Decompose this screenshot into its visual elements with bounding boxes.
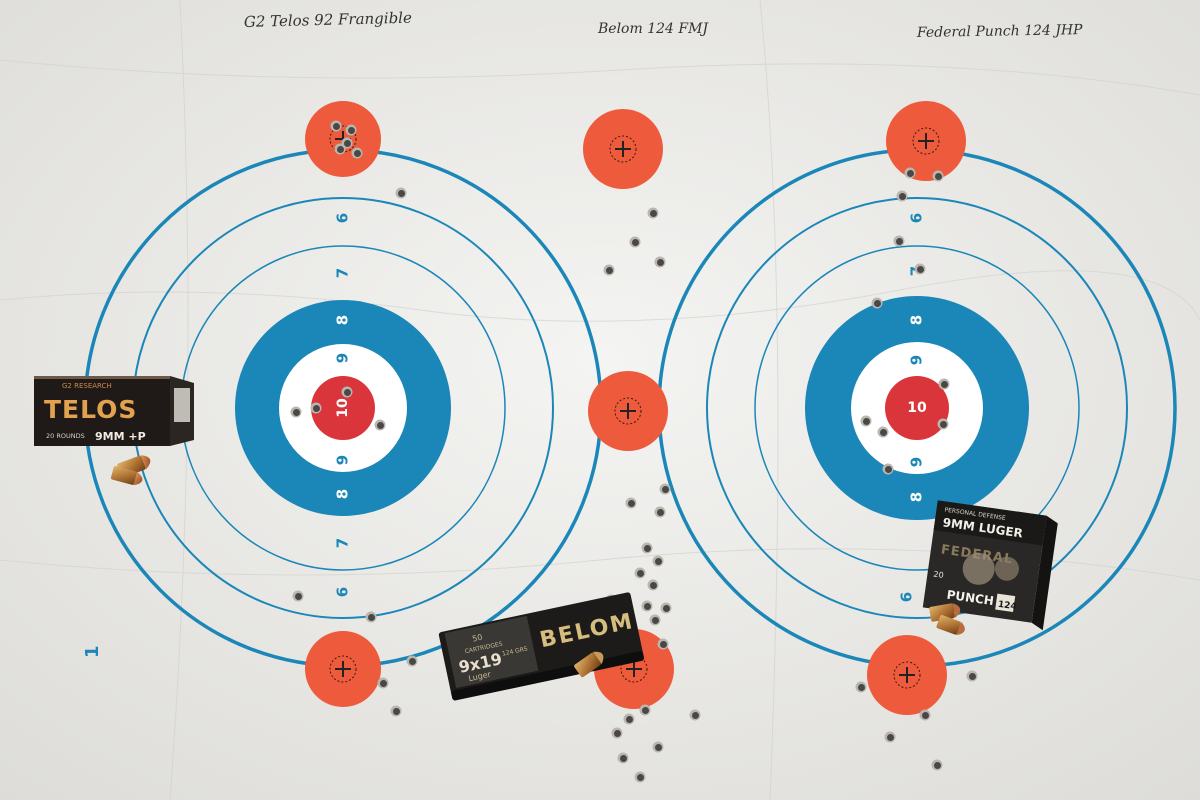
bullet-hole-core <box>660 641 667 648</box>
bullet-hole-core <box>348 127 355 134</box>
ring-number-9: 9 <box>908 457 926 467</box>
bullet-hole-core <box>969 673 976 680</box>
bullet-hole-core <box>885 466 892 473</box>
bullet-hole-core <box>628 500 635 507</box>
ring-number-9: 9 <box>334 455 352 465</box>
bullet-hole-core <box>934 762 941 769</box>
bullet-hole-core <box>620 755 627 762</box>
bullet-hole-core <box>941 381 948 388</box>
bullet-hole-core <box>655 558 662 565</box>
ring-number-6: 6 <box>334 587 352 597</box>
belom-cartridge <box>574 651 604 678</box>
bullet-hole-core <box>614 730 621 737</box>
bullet-hole-core <box>692 712 699 719</box>
label-center: Belom 124 FMJ <box>597 21 709 37</box>
bullet-hole-core <box>637 774 644 781</box>
ring-number-9: 9 <box>334 353 352 363</box>
bullet-hole-core <box>655 744 662 751</box>
ring-number-6: 6 <box>334 213 352 223</box>
telos-name: TELOS <box>44 395 137 424</box>
bullet-hole-core <box>663 605 670 612</box>
federal-name: PUNCH <box>946 588 995 608</box>
bullet-hole-core <box>409 658 416 665</box>
bullet-hole-core <box>874 300 881 307</box>
bullet-hole-core <box>637 570 644 577</box>
aim-dots <box>305 101 966 715</box>
bullet-hole-core <box>295 593 302 600</box>
telos-ammo-box: G2 RESEARCH TELOS 20 ROUNDS 9MM +P <box>34 376 194 446</box>
bullet-hole-core <box>293 409 300 416</box>
bullet-hole-core <box>907 170 914 177</box>
bullet-hole-core <box>650 210 657 217</box>
bullet-hole-core <box>896 238 903 245</box>
bullet-holes <box>290 120 978 783</box>
telos-cartridges <box>110 455 151 486</box>
ring-number-6: 6 <box>898 592 916 602</box>
federal-grain: 124 <box>997 600 1017 613</box>
bullet-hole-core <box>344 389 351 396</box>
bullet-hole-core <box>337 146 344 153</box>
bullet-hole-core <box>644 545 651 552</box>
ring-number-7: 7 <box>334 538 352 548</box>
bullet-hole-core <box>393 708 400 715</box>
federal-count: 20 <box>933 570 944 580</box>
bullet-hole-core <box>887 734 894 741</box>
bullet-hole-core <box>333 123 340 130</box>
label-left: G2 Telos 92 Frangible <box>244 9 413 31</box>
bullet-hole-core <box>652 617 659 624</box>
bullet-hole-core <box>650 582 657 589</box>
bullet-hole-core <box>922 712 929 719</box>
aim-dot <box>583 109 663 189</box>
aim-dot <box>305 101 381 177</box>
bullet-hole-core <box>935 173 942 180</box>
ring-number-8: 8 <box>908 492 926 502</box>
ring-number-7: 7 <box>334 268 352 278</box>
bullet-hole-core <box>354 150 361 157</box>
bullet-hole-core <box>398 190 405 197</box>
bullet-hole-core <box>606 267 613 274</box>
bullet-hole-core <box>380 680 387 687</box>
ring-number-6: 6 <box>908 213 926 223</box>
telos-caliber: 9MM +P <box>95 430 146 443</box>
aim-dot <box>588 371 668 451</box>
label-right: Federal Punch 124 JHP <box>916 22 1083 41</box>
federal-ammo-box: PERSONAL DEFENSE 9MM LUGER FEDERAL 20 PU… <box>922 500 1058 631</box>
ring-number-10: 10 <box>907 400 927 416</box>
margin-mark: 1 <box>82 645 103 658</box>
bullet-hole-core <box>644 603 651 610</box>
federal-cartridges <box>929 603 965 636</box>
ring-number-8: 8 <box>334 489 352 499</box>
bullet-hole-core <box>858 684 865 691</box>
ring-number-9: 9 <box>908 355 926 365</box>
bullet-hole-core <box>662 486 669 493</box>
bullet-hole-core <box>642 707 649 714</box>
bullet-hole-core <box>940 421 947 428</box>
bullet-hole-core <box>377 422 384 429</box>
bullet-hole-core <box>313 405 320 412</box>
ring-number-8: 8 <box>334 315 352 325</box>
aim-dot <box>305 631 381 707</box>
telos-brand: G2 RESEARCH <box>62 382 112 390</box>
bullet-hole-core <box>880 429 887 436</box>
right-bullseye-target: 10 9 9 8 8 7 6 6 <box>657 148 1177 668</box>
aim-dot <box>886 101 966 181</box>
ring-number-8: 8 <box>908 315 926 325</box>
bullet-hole-core <box>899 193 906 200</box>
bullet-hole-core <box>863 418 870 425</box>
bullet-hole-core <box>917 266 924 273</box>
bullet-hole-core <box>657 509 664 516</box>
bullet-hole-core <box>368 614 375 621</box>
bullet-hole-core <box>657 259 664 266</box>
aim-dot <box>867 635 947 715</box>
telos-rounds: 20 ROUNDS <box>46 432 85 440</box>
belom-count: 50 <box>471 633 483 644</box>
bullet-hole-core <box>626 716 633 723</box>
bullet-hole-core <box>632 239 639 246</box>
ring-number-10: 10 <box>335 398 351 418</box>
bullet-hole-core <box>344 140 351 147</box>
